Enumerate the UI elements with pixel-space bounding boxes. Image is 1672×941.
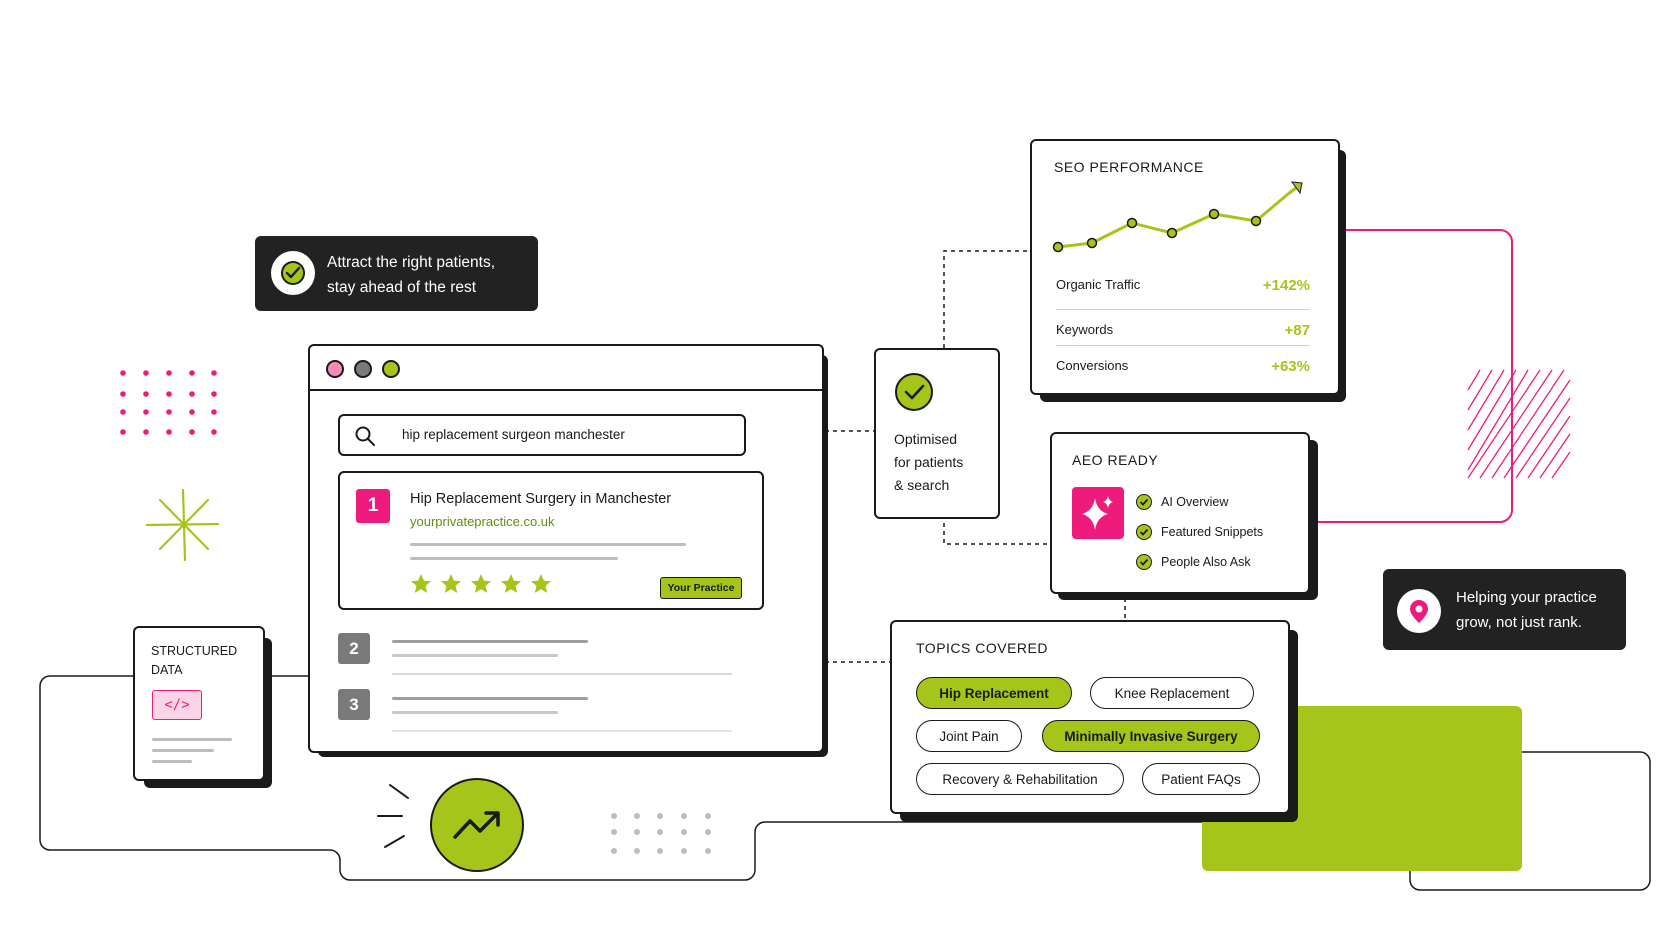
optimised-line-1: Optimised (894, 431, 958, 447)
helping-line-2: grow, not just rank. (1456, 614, 1582, 631)
search-bar[interactable]: hip replacement surgeon manchester (338, 414, 746, 456)
browser-window: hip replacement surgeon manchester 1 Hip… (308, 344, 824, 753)
rank-badge-2: 2 (338, 633, 370, 664)
window-close-dot[interactable] (326, 360, 344, 378)
chip-patient-faqs[interactable]: Patient FAQs (1142, 763, 1260, 795)
result-title[interactable]: Hip Replacement Surgery in Manchester (410, 491, 672, 507)
chip-hip-replacement[interactable]: Hip Replacement (916, 677, 1072, 709)
code-icon: </> (152, 690, 202, 720)
aeo-item-ai-overview: AI Overview (1136, 494, 1228, 510)
metric-keywords: Keywords +87 (1056, 322, 1310, 339)
chip-recovery-rehabilitation[interactable]: Recovery & Rehabilitation (916, 763, 1124, 795)
sparkle-icon (1072, 487, 1124, 539)
result-url[interactable]: yourprivatepractice.co.uk (410, 514, 555, 529)
rank-badge-1: 1 (356, 489, 390, 523)
optimised-card: Optimised for patients & search (874, 348, 1000, 519)
structured-data-card: STRUCTURED DATA </> (133, 626, 265, 781)
aeo-ready-card: AEO READY AI Overview Featured Snippets … (1050, 432, 1310, 594)
star-icon (471, 574, 491, 593)
metric-organic-traffic: Organic Traffic +142% (1056, 277, 1310, 294)
star-icon (411, 574, 431, 593)
search-result-1[interactable]: 1 Hip Replacement Surgery in Manchester … (338, 471, 764, 610)
attract-callout: Attract the right patients, stay ahead o… (255, 236, 538, 311)
window-minimize-dot[interactable] (354, 360, 372, 378)
rank-badge-3: 3 (338, 689, 370, 720)
chip-minimally-invasive-surgery[interactable]: Minimally Invasive Surgery (1042, 720, 1260, 752)
chip-joint-pain[interactable]: Joint Pain (916, 720, 1022, 752)
star-icon (441, 574, 461, 593)
topics-title: TOPICS COVERED (916, 640, 1048, 656)
topics-covered-card: TOPICS COVERED Hip Replacement Knee Repl… (890, 620, 1290, 814)
chip-knee-replacement[interactable]: Knee Replacement (1090, 677, 1254, 709)
aeo-item-featured-snippets: Featured Snippets (1136, 524, 1263, 540)
seo-trend-line (1052, 181, 1303, 253)
structured-line-2: DATA (151, 663, 183, 677)
window-maximize-dot[interactable] (382, 360, 400, 378)
search-input[interactable]: hip replacement surgeon manchester (402, 427, 625, 442)
attract-line-2: stay ahead of the rest (327, 279, 477, 296)
check-circle-icon (894, 372, 934, 417)
attract-line-1: Attract the right patients, (327, 254, 496, 271)
trend-up-icon (430, 778, 524, 872)
metric-conversions: Conversions +63% (1056, 358, 1310, 375)
helping-callout: Helping your practice grow, not just ran… (1383, 569, 1626, 650)
optimised-line-3: & search (894, 477, 950, 493)
seo-performance-card: SEO PERFORMANCE Organic Traffic +142% Ke… (1030, 139, 1340, 395)
aeo-item-people-also-ask: People Also Ask (1136, 554, 1251, 570)
aeo-title: AEO READY (1072, 452, 1159, 468)
location-pin-icon (1397, 589, 1441, 633)
optimised-line-2: for patients (894, 454, 964, 470)
seo-title: SEO PERFORMANCE (1054, 159, 1204, 175)
star-icon (501, 574, 521, 593)
your-practice-badge: Your Practice (660, 577, 742, 599)
star-icon (531, 574, 551, 593)
helping-line-1: Helping your practice (1456, 589, 1597, 606)
star-rating (408, 572, 554, 596)
structured-line-1: STRUCTURED (151, 644, 238, 658)
search-icon (355, 426, 375, 446)
check-circle-icon (271, 251, 315, 295)
